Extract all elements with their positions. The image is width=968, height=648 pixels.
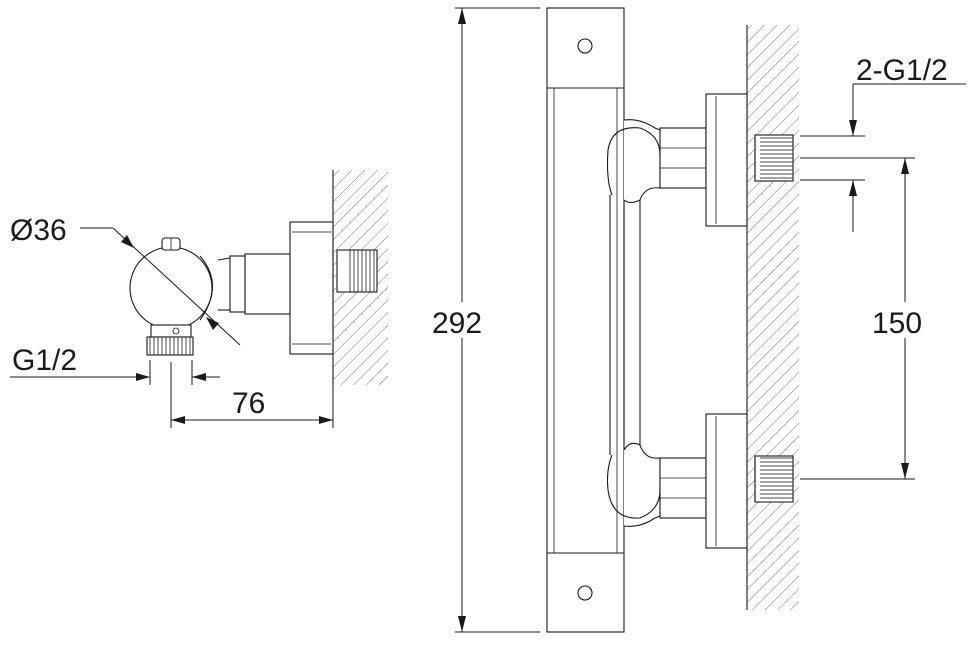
wall-thread-dimension: 2-G1/2 [800, 54, 966, 232]
side-valve-body [129, 246, 213, 330]
mixer-bar [546, 7, 625, 633]
diameter-label: Ø36 [10, 214, 67, 247]
top-connector [659, 127, 707, 189]
depth-label: 76 [232, 387, 265, 420]
front-wall-hatch [747, 25, 799, 610]
top-flange [705, 93, 748, 227]
bottom-connector [659, 457, 707, 519]
front-view [546, 7, 799, 633]
spacing-dimension: 150 [800, 157, 940, 480]
side-view: Ø36 G1/2 76 [10, 170, 388, 428]
bottom-mount-hole [577, 585, 593, 601]
height-label: 292 [432, 307, 482, 340]
diameter-leader [112, 227, 241, 346]
side-flange [289, 221, 334, 355]
bottom-flange [705, 413, 748, 549]
wall-threads-label: 2-G1/2 [856, 54, 948, 87]
side-connecting-pipe [244, 253, 291, 315]
height-dimension: 292 [428, 7, 540, 633]
side-wall-thread-lines [347, 250, 377, 292]
spacing-label: 150 [872, 307, 922, 340]
top-elbow [623, 119, 661, 204]
inlet-thread-label: G1/2 [12, 344, 77, 377]
top-mount-hole [577, 38, 593, 54]
bottom-elbow [623, 442, 661, 527]
